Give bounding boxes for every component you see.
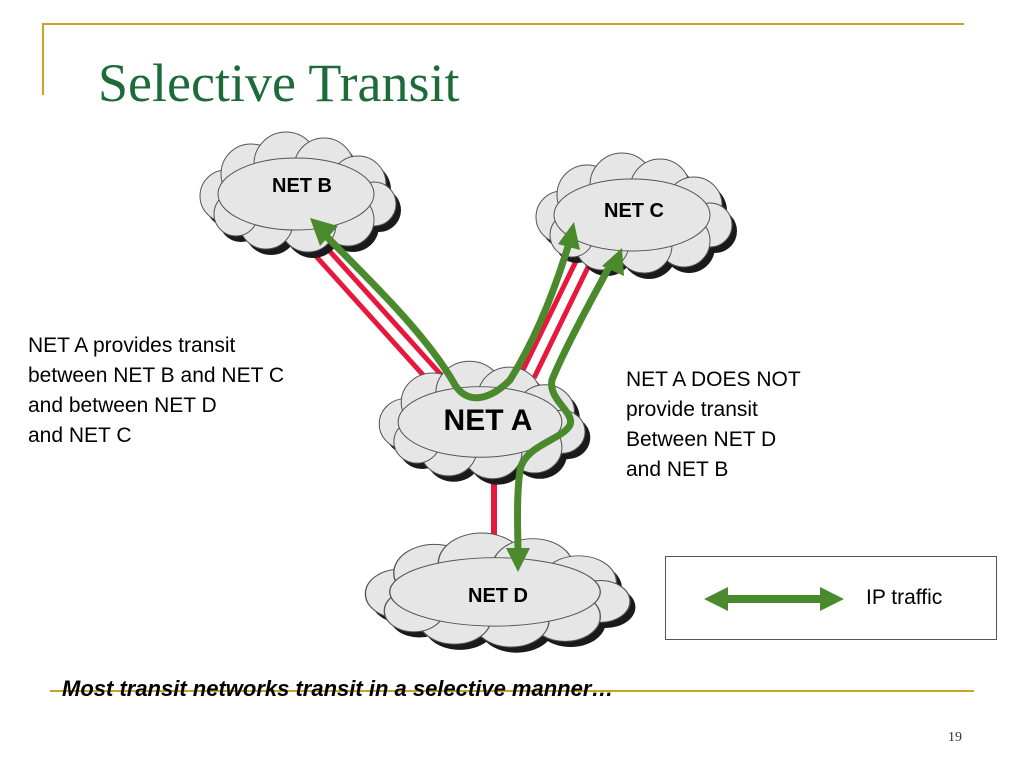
traffic-path-c-d	[514, 258, 616, 559]
slide-caption: Most transit networks transit in a selec…	[62, 676, 614, 701]
traffic-path-b-c	[318, 228, 574, 402]
cloud-net-c: NET C	[535, 152, 737, 279]
link-a-b-red-2	[314, 234, 446, 380]
note-left: NET A provides transit between NET B and…	[28, 334, 285, 447]
legend: IP traffic	[665, 556, 997, 640]
arrowhead-net-b	[310, 218, 338, 246]
traffic-arrowheads	[310, 218, 624, 572]
link-a-b	[304, 234, 444, 388]
frame-left-rule	[42, 23, 44, 95]
bottom-rule	[50, 690, 974, 692]
link-a-c-red-2	[531, 259, 594, 380]
page-number: 19	[948, 730, 962, 745]
link-a-b-red-1	[303, 242, 435, 388]
slide-title: Selective Transit	[98, 53, 460, 113]
note-right: NET A DOES NOT provide transit Between N…	[626, 368, 801, 481]
legend-label: IP traffic	[866, 586, 943, 609]
arrowhead-net-c-1	[558, 222, 580, 250]
net-a-label: NET A	[444, 404, 533, 437]
frame-top-rule	[42, 23, 964, 25]
arrowhead-net-c-2	[602, 248, 624, 276]
net-d-label: NET D	[468, 585, 528, 607]
net-b-label: NET B	[272, 175, 332, 197]
physical-links	[303, 234, 594, 545]
double-headed-arrow-icon	[704, 587, 844, 611]
arrowhead-net-d	[506, 548, 530, 572]
ip-traffic-paths	[318, 228, 616, 559]
net-c-label: NET C	[604, 200, 664, 222]
link-a-c-red-1	[519, 253, 582, 374]
link-a-c	[520, 254, 593, 379]
cloud-net-b: NET B	[199, 131, 401, 258]
